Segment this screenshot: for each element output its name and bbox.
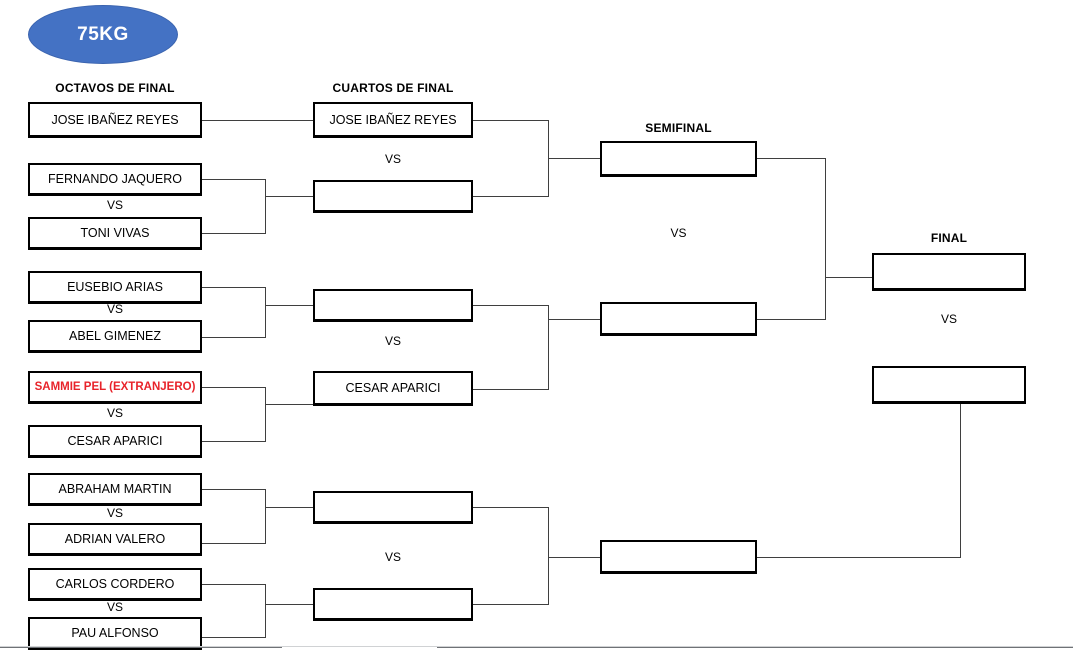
page-bottom-rule-segment-right	[437, 647, 1073, 648]
weight-class-badge: 75KG	[28, 5, 178, 64]
connector-qf-m1-out	[548, 158, 600, 159]
connector-qf-m2-out	[548, 319, 600, 320]
connector-sf-m1-bottom	[757, 319, 826, 320]
competitor-name: TONI VIVAS	[80, 226, 150, 240]
connector-r16-m2-join	[265, 179, 266, 234]
connector-r16-m1	[202, 120, 313, 121]
connector-sf-m1-join	[825, 158, 826, 320]
connector-r16-m4-join	[265, 387, 266, 442]
page-bottom-rule	[0, 646, 1073, 647]
competitor-name: CESAR APARICI	[345, 381, 441, 395]
weight-class-label: 75KG	[77, 23, 129, 45]
connector-qf-m3-top	[473, 507, 549, 508]
vs-label-r16-m4: VS	[106, 406, 123, 420]
slot-qf-m1-bottom[interactable]	[313, 180, 473, 213]
connector-sf-extra-riser	[960, 403, 961, 558]
slot-r16-m5-top[interactable]: ABRAHAM MARTIN	[28, 473, 202, 506]
slot-qf-m2-bottom[interactable]: CESAR APARICI	[313, 371, 473, 406]
slot-qf-m1-top[interactable]: JOSE IBAÑEZ REYES	[313, 102, 473, 138]
connector-qf-m2-top	[473, 305, 549, 306]
connector-r16-m6-join	[265, 584, 266, 638]
slot-sf-extra[interactable]	[600, 540, 757, 574]
slot-r16-m5-bottom[interactable]: ADRIAN VALERO	[28, 523, 202, 556]
vs-label-r16-m6: VS	[106, 600, 123, 614]
competitor-name: EUSEBIO ARIAS	[67, 280, 163, 294]
slot-qf-m3-bottom[interactable]	[313, 588, 473, 621]
connector-r16-m5-out	[265, 507, 313, 508]
vs-label-sf-m1: VS	[670, 226, 687, 240]
connector-r16-m6-out	[265, 604, 313, 605]
connector-qf-m1-bottom	[473, 196, 549, 197]
slot-qf-m2-top[interactable]	[313, 289, 473, 322]
connector-r16-m4-top	[202, 387, 266, 388]
connector-qf-m3-join	[548, 507, 549, 605]
slot-r16-m6-top[interactable]: CARLOS CORDERO	[28, 568, 202, 601]
slot-r16-m2-bottom[interactable]: TONI VIVAS	[28, 217, 202, 250]
connector-r16-m2-top	[202, 179, 266, 180]
connector-qf-m3-bottom	[473, 604, 549, 605]
connector-r16-m4-out	[265, 404, 313, 405]
connector-r16-m2-bottom	[202, 233, 266, 234]
slot-r16-m3-bottom[interactable]: ABEL GIMENEZ	[28, 320, 202, 353]
connector-r16-m3-join	[265, 287, 266, 338]
slot-final-top[interactable]	[872, 253, 1026, 291]
connector-qf-m2-bottom	[473, 389, 549, 390]
vs-label-r16-m2: VS	[106, 198, 123, 212]
slot-sf-m1-top[interactable]	[600, 141, 757, 177]
slot-r16-m3-top[interactable]: EUSEBIO ARIAS	[28, 271, 202, 304]
competitor-name: FERNANDO JAQUERO	[47, 172, 183, 186]
connector-r16-m3-top	[202, 287, 266, 288]
slot-r16-m4-top[interactable]: SAMMIE PEL (EXTRANJERO)	[28, 371, 202, 404]
connector-qf-m2-join	[548, 305, 549, 390]
page-bottom-rule-segment	[0, 647, 282, 648]
slot-r16-m6-bottom[interactable]: PAU ALFONSO	[28, 617, 202, 650]
vs-label-qf-m2: VS	[384, 334, 401, 348]
connector-sf-extra-out	[757, 557, 961, 558]
round-title-semifinal: SEMIFINAL	[645, 121, 712, 135]
competitor-name: SAMMIE PEL (EXTRANJERO)	[34, 381, 196, 393]
competitor-name: CESAR APARICI	[67, 434, 163, 448]
vs-label-r16-m3: VS	[106, 302, 123, 316]
vs-label-qf-m1: VS	[384, 152, 401, 166]
competitor-name: ADRIAN VALERO	[64, 532, 166, 546]
vs-label-qf-m3: VS	[384, 550, 401, 564]
connector-qf-m3-out	[548, 557, 600, 558]
connector-r16-m4-bottom	[202, 441, 266, 442]
slot-final-bottom[interactable]	[872, 366, 1026, 404]
connector-r16-m5-bottom	[202, 543, 266, 544]
connector-r16-m6-bottom	[202, 637, 266, 638]
slot-qf-m3-top[interactable]	[313, 491, 473, 524]
connector-sf-m1-out	[825, 277, 872, 278]
vs-label-r16-m5: VS	[106, 506, 123, 520]
slot-r16-m1-top[interactable]: JOSE IBAÑEZ REYES	[28, 102, 202, 138]
connector-r16-m3-bottom	[202, 337, 266, 338]
slot-sf-m1-bottom[interactable]	[600, 302, 757, 336]
connector-r16-m3-out	[265, 305, 313, 306]
competitor-name: PAU ALFONSO	[71, 626, 159, 640]
competitor-name: ABRAHAM MARTIN	[58, 482, 172, 496]
round-title-final: FINAL	[930, 231, 968, 245]
connector-qf-m1-top	[473, 120, 549, 121]
competitor-name: JOSE IBAÑEZ REYES	[51, 112, 179, 127]
competitor-name: CARLOS CORDERO	[55, 577, 175, 591]
vs-label-final: VS	[940, 312, 957, 326]
connector-r16-m5-join	[265, 489, 266, 544]
connector-r16-m6-top	[202, 584, 266, 585]
competitor-name: JOSE IBAÑEZ REYES	[329, 112, 457, 127]
round-title-octavos: OCTAVOS DE FINAL	[55, 81, 175, 95]
connector-sf-m1-top	[757, 158, 826, 159]
round-title-cuartos: CUARTOS DE FINAL	[332, 81, 454, 95]
connector-r16-m5-top	[202, 489, 266, 490]
slot-r16-m4-bottom[interactable]: CESAR APARICI	[28, 425, 202, 458]
connector-r16-m2-out	[265, 196, 313, 197]
competitor-name: ABEL GIMENEZ	[69, 329, 161, 343]
slot-r16-m2-top[interactable]: FERNANDO JAQUERO	[28, 163, 202, 196]
